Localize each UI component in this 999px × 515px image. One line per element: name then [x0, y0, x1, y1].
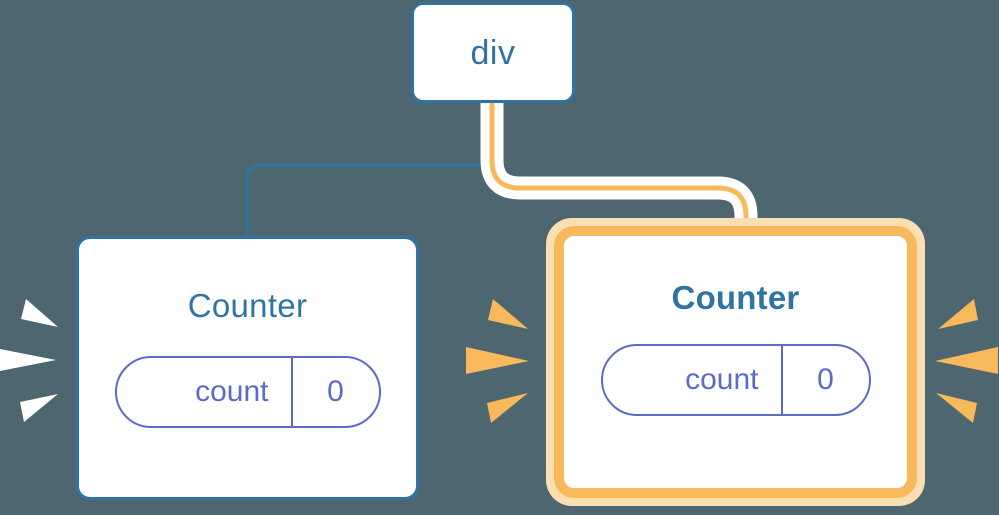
sparkle-between-counters-icon	[466, 281, 536, 441]
node-counter-right-inner: Counter count 0	[554, 226, 917, 498]
node-counter-left-state-pill: count 0	[114, 356, 381, 428]
node-counter-left-label: Counter	[187, 287, 308, 324]
node-div[interactable]: div	[411, 2, 575, 103]
connector-root-to-counter-left	[245, 103, 494, 238]
node-div-label: div	[470, 33, 516, 72]
state-key: count	[685, 363, 759, 396]
state-key: count	[195, 375, 269, 408]
state-value: 0	[290, 358, 379, 426]
state-value: 0	[780, 346, 869, 414]
node-counter-right-label: Counter	[671, 279, 800, 316]
node-counter-left[interactable]: Counter count 0	[76, 236, 419, 500]
connector-root-to-counter-right	[489, 103, 749, 240]
sparkle-right-of-counter-right-icon	[930, 281, 998, 441]
node-counter-right-state-pill: count 0	[600, 344, 871, 416]
sparkle-left-of-counter-left-icon	[0, 281, 64, 441]
node-counter-right[interactable]: Counter count 0	[546, 218, 925, 506]
